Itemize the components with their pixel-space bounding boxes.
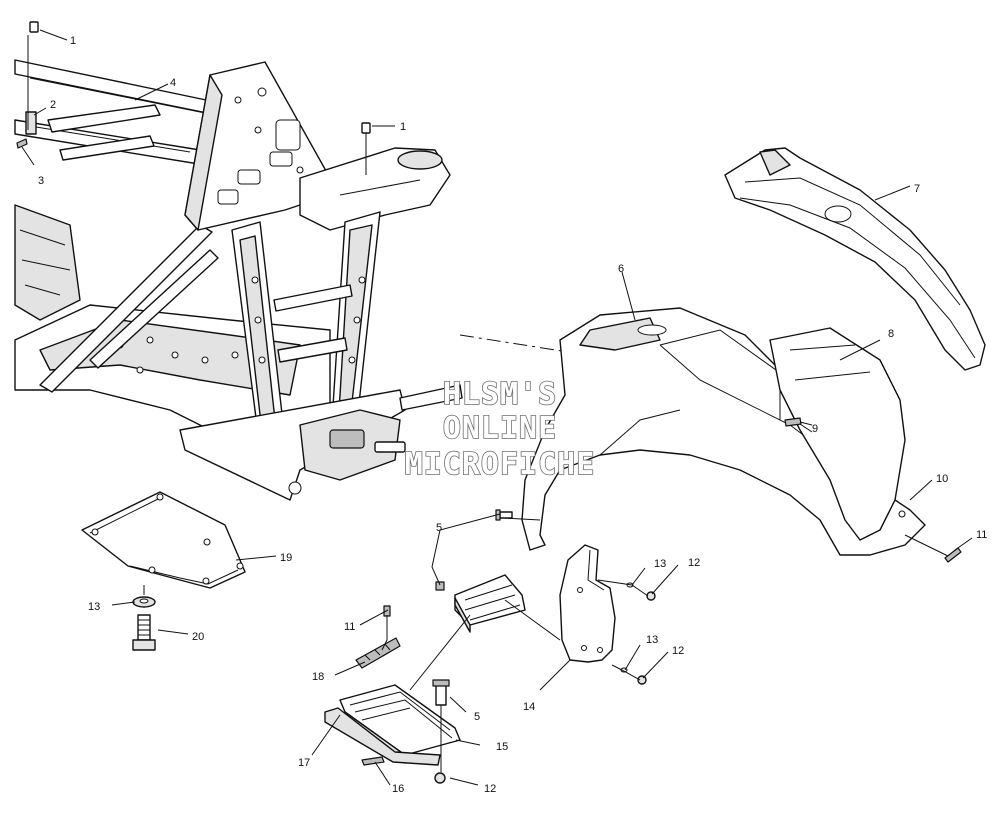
callout-19: 19 <box>280 552 292 564</box>
callout-13-upper: 13 <box>654 558 666 570</box>
mud-flap-14 <box>559 544 616 663</box>
tower-cutouts <box>217 87 304 205</box>
screw-11-right <box>944 547 962 563</box>
nuts-12 <box>434 591 656 784</box>
bolt-5-step <box>435 581 445 591</box>
top-cover-7 <box>724 147 986 371</box>
watermark-line-2: ONLINE <box>443 411 557 446</box>
callout-14: 14 <box>523 701 535 713</box>
callout-13-lower: 13 <box>646 634 658 646</box>
footrest-bar-17 <box>324 707 441 766</box>
watermark-line-3: MICROFICHE <box>405 447 596 482</box>
callout-5-lower: 5 <box>474 711 480 723</box>
callout-20: 20 <box>192 631 204 643</box>
callout-3: 3 <box>38 175 44 187</box>
bolt-20 <box>132 585 156 651</box>
callout-11-clip: 11 <box>344 621 355 633</box>
fender-flap-8 <box>769 327 906 541</box>
callout-17: 17 <box>298 757 310 769</box>
callout-2: 2 <box>50 99 56 111</box>
callout-12-upper: 12 <box>688 557 700 569</box>
clip-10 <box>898 510 906 518</box>
screw-9 <box>784 417 802 427</box>
bolt-5-lower <box>432 679 450 706</box>
callout-4: 4 <box>170 77 176 89</box>
callout-7: 7 <box>914 183 920 195</box>
callout-8: 8 <box>888 328 894 340</box>
callout-labels: 1 1 2 3 4 5 5 6 7 8 9 10 11 11 12 12 12 … <box>38 35 987 795</box>
callout-18: 18 <box>312 671 324 683</box>
callout-9: 9 <box>812 423 818 435</box>
callout-leaders <box>21 29 973 786</box>
screw-16 <box>361 756 385 766</box>
clip-18 <box>355 637 401 669</box>
callout-12-middle: 12 <box>672 645 684 657</box>
callout-10: 10 <box>936 473 948 485</box>
callout-6: 6 <box>618 263 624 275</box>
watermark: HLSM'S ONLINE MICROFICHE <box>404 376 596 483</box>
washer-13-skid <box>132 596 156 608</box>
watermark-line-1: HLSM'S <box>443 377 557 412</box>
callout-1-seat-tab: 1 <box>70 35 76 47</box>
callout-12-lower: 12 <box>484 783 496 795</box>
skid-plate <box>81 491 246 589</box>
callout-1-tower-tab: 1 <box>400 121 406 133</box>
footrest-step <box>454 574 526 633</box>
callout-5-upper: 5 <box>436 522 442 534</box>
callout-11-right: 11 <box>976 529 987 541</box>
callout-15: 15 <box>496 741 508 753</box>
callout-13-skid: 13 <box>88 601 100 613</box>
frame-assembly <box>14 21 463 501</box>
floor-holes <box>116 336 239 374</box>
washers-13 <box>620 582 634 673</box>
callout-16: 16 <box>392 783 404 795</box>
